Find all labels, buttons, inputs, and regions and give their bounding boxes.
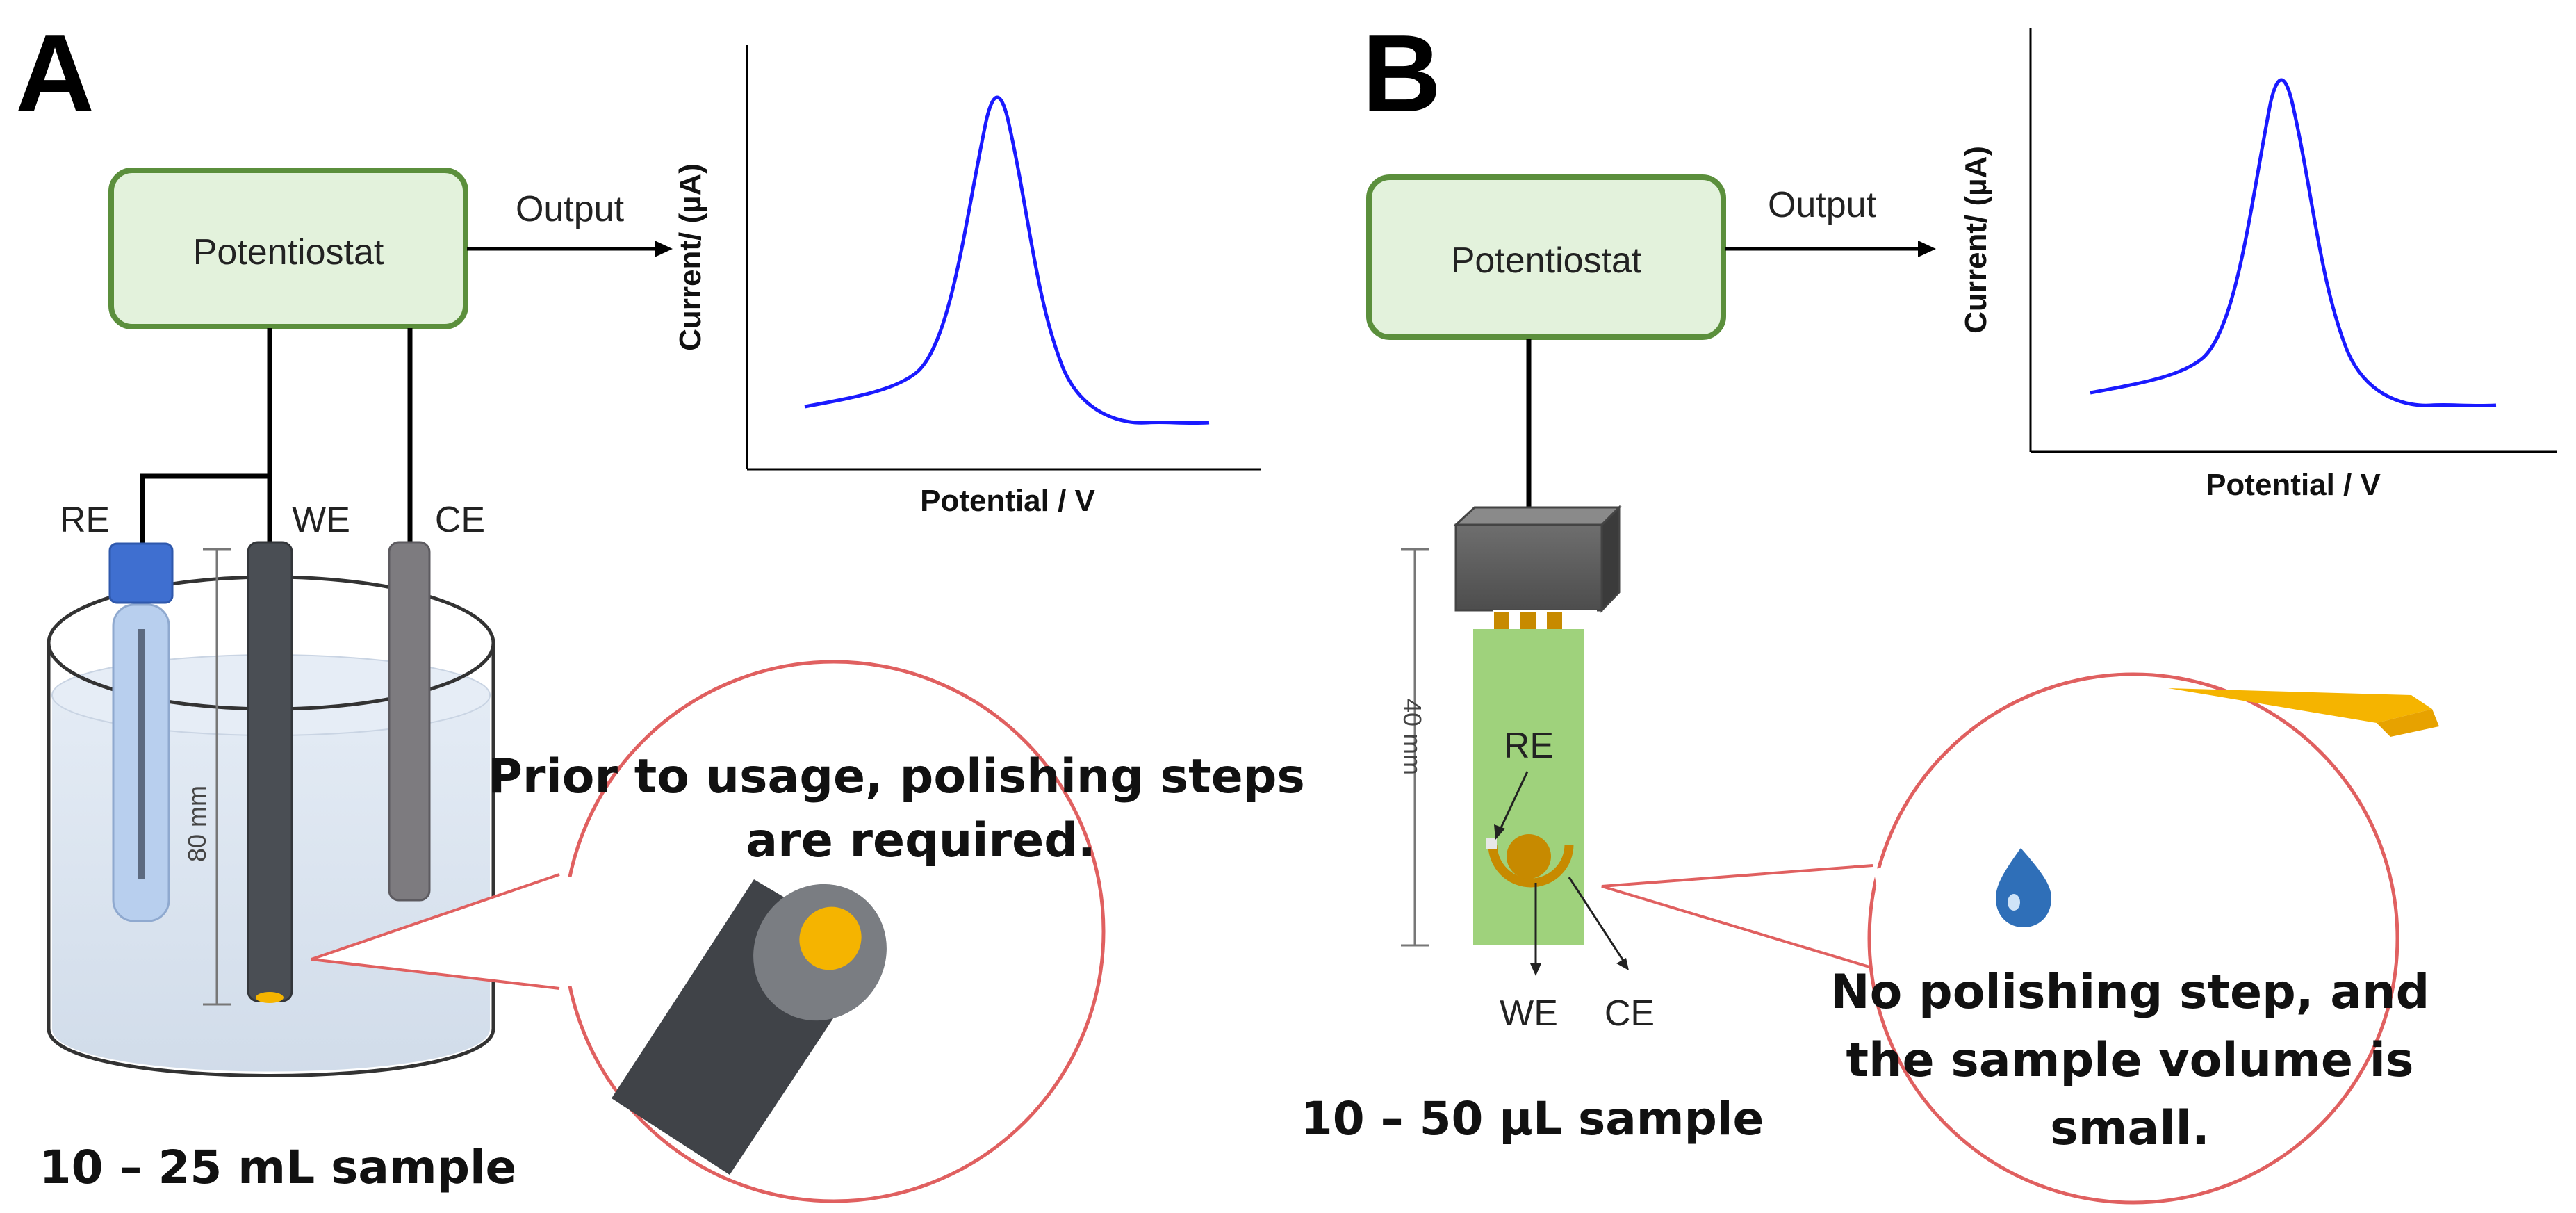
strip-contact-2 [1520,612,1536,633]
beaker-a [47,643,495,1077]
counter-electrode-a [388,541,431,902]
reference-wire-a [138,629,145,879]
potentiostat-label-a: Potentiostat [193,232,384,272]
callout-pointer-b [1601,864,1891,975]
output-label-b: Output [1768,185,1877,225]
strip-contact-1 [1494,612,1509,633]
callout-circle-b [1867,672,2399,1205]
strip-working-electrode-b [1507,834,1551,879]
working-electrode-tip-a [256,992,284,1003]
ce-arrowhead-b [1616,958,1629,970]
panel-a-letter: A [15,13,95,135]
callout-text-b-line2: the sample volume is [1846,1033,2414,1088]
strip-contact-area-b [1493,610,1597,628]
callout-joint-b [1873,868,1904,970]
plot-a-x-label: Potential / V [920,484,1095,518]
output-arrowhead-b [1918,241,1936,257]
we-arrowhead-b [1530,963,1541,976]
ce-label-a: CE [435,500,485,540]
re-label-a: RE [60,500,110,540]
dimension-label-a: 80 mm [183,785,211,862]
panel-b-letter: B [1362,13,1441,135]
callout-text-a-line1: Prior to usage, polishing steps [488,749,1305,804]
we-label-a: WE [292,500,350,540]
re-label-b: RE [1504,726,1554,766]
callout-pointer-a [311,873,560,990]
callout-text-b-line3: small. [2050,1101,2210,1156]
plot-b-x-label: Potential / V [2206,468,2381,502]
callout-text-b-line1: No polishing step, and [1830,965,2430,1020]
we-label-b: WE [1500,993,1558,1034]
plot-a-voltammogram [804,95,1210,425]
ce-label-b: CE [1605,993,1655,1034]
output-label-a: Output [516,189,625,229]
connector-side-b [1600,505,1621,613]
pipette-tip-icon [2168,688,2439,737]
working-electrode-a [247,541,293,1002]
plot-b-y-label: Current/ (µA) [1959,146,1993,334]
potentiostat-box-b [1366,174,1726,340]
sample-volume-b: 10 – 50 µL sample [1301,1092,1764,1146]
strip-reference-dot-b [1486,838,1497,849]
screen-printed-strip-b [1473,629,1584,945]
callout-joint-a [561,877,582,986]
strip-contact-3 [1547,612,1562,633]
potentiostat-box-a [108,168,468,329]
dimension-label-b: 40 mm [1398,699,1427,775]
output-arrowhead-a [655,241,673,257]
connector-b [1454,523,1603,612]
re-arrowhead-b [1494,824,1505,840]
plot-b-voltammogram [2090,78,2497,408]
plot-a-y-label: Current/ (µA) [673,163,707,351]
potentiostat-label-b: Potentiostat [1451,241,1642,281]
callout-text-a-line2: are required. [746,813,1095,868]
ce-arrow-b [1568,877,1626,963]
droplet-icon [1996,848,2051,927]
sample-volume-a: 10 – 25 mL sample [40,1141,517,1194]
re-arrow-b [1498,771,1529,831]
connector-top-b [1453,506,1622,526]
strip-counter-arc-b [1488,844,1574,888]
polishing-electrode-closeup [612,879,887,1175]
reference-cap-a [108,542,174,604]
